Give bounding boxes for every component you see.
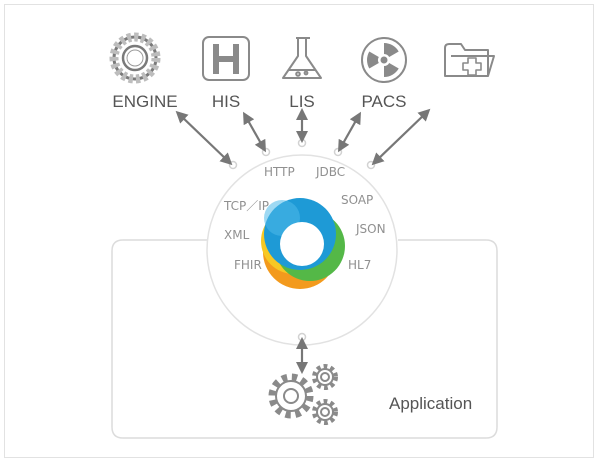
ring-engine-icon [109, 32, 161, 84]
hospital-h-icon [202, 36, 250, 81]
arrow-engine [175, 110, 233, 166]
protocol-hl7: HL7 [348, 258, 372, 272]
arrow-pacs [338, 111, 361, 153]
arrow-folder [371, 108, 431, 166]
radiation-icon [361, 37, 407, 83]
center-logo [261, 198, 345, 289]
protocol-tcpip: TCP／IP [224, 199, 270, 213]
node-his [261, 147, 271, 157]
protocol-xml: XML [224, 228, 250, 242]
medical-folder-icon [444, 43, 495, 77]
node-application [297, 332, 307, 342]
protocol-json: JSON [356, 222, 386, 236]
node-folder [366, 160, 376, 170]
system-label-lis: LIS [289, 92, 315, 111]
protocol-jdbc: JDBC [316, 165, 346, 179]
system-label-engine: ENGINE [112, 92, 178, 111]
protocol-http: HTTP [264, 165, 295, 179]
application-box [111, 239, 498, 439]
protocol-fhir: FHIR [234, 258, 262, 272]
protocol-soap: SOAP [341, 193, 374, 207]
node-lis [297, 138, 307, 148]
system-label-pacs: PACS [361, 92, 407, 111]
arrow-his [243, 111, 266, 153]
gears-icon [268, 364, 338, 425]
node-pacs [333, 147, 343, 157]
lab-flask-icon [282, 37, 322, 79]
system-label-his: HIS [211, 92, 241, 111]
node-engine [228, 160, 238, 170]
application-label: Application [389, 394, 473, 413]
